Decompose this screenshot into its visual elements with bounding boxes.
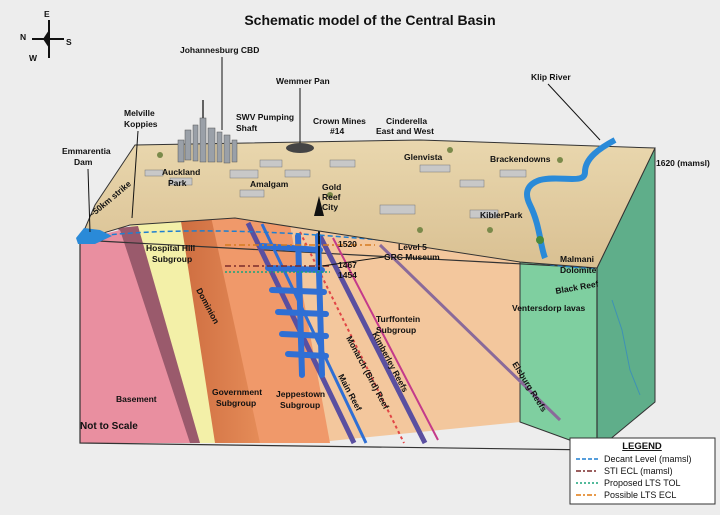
legend: LEGEND Decant Level (mamsl) STI ECL (mam…: [569, 437, 716, 505]
legend-item: STI ECL (mamsl): [576, 466, 673, 476]
label-swv-1: SWV Pumping: [236, 112, 294, 122]
label-government-2: Subgroup: [216, 398, 256, 408]
city-buildings: [177, 100, 238, 164]
label-jeppestown-2: Subgroup: [280, 400, 320, 410]
legend-label: STI ECL (mamsl): [604, 466, 673, 476]
label-kiblerpark: KiblerPark: [480, 210, 523, 220]
label-elevation: 1620 (mamsl): [656, 158, 710, 168]
label-melville-1: Melville: [124, 108, 155, 118]
legend-label: Decant Level (mamsl): [604, 454, 692, 464]
label-auckland-2: Park: [168, 178, 187, 188]
label-emmarentia-1: Emmarentia: [62, 146, 111, 156]
label-cinderella-1: Cinderella: [386, 116, 427, 126]
compass-icon: N E S W: [20, 9, 72, 63]
label-emmarentia-2: Dam: [74, 157, 93, 167]
layer-ventersdorp-lavas: [520, 262, 597, 450]
legend-item: Proposed LTS TOL: [576, 478, 681, 488]
label-melville-2: Koppies: [124, 119, 158, 129]
label-1520: 1520: [338, 239, 357, 249]
label-level5-2: GRC Museum: [384, 252, 440, 262]
label-gold-2: Reef: [322, 192, 341, 202]
label-crown-1: Crown Mines: [313, 116, 366, 126]
label-amalgam: Amalgam: [250, 179, 289, 189]
legend-label: Possible LTS ECL: [604, 490, 676, 500]
compass-n: N: [20, 32, 26, 42]
legend-item: Decant Level (mamsl): [576, 454, 692, 464]
label-hospital-1: Hospital Hill: [146, 243, 195, 253]
label-auckland-1: Auckland: [162, 167, 200, 177]
klip-river-shape: [524, 137, 617, 260]
label-jeppestown-1: Jeppestown: [276, 389, 325, 399]
label-cinderella-2: East and West: [376, 126, 434, 136]
label-brackendowns: Brackendowns: [490, 154, 551, 164]
suburb-texture: [144, 159, 527, 219]
wemmer-pan-shape: [286, 143, 314, 153]
label-turffontein-1: Turffontein: [376, 314, 420, 324]
compass-w: W: [29, 53, 38, 63]
layer-hospital-hill: [130, 215, 215, 443]
label-gold-3: City: [322, 202, 338, 212]
compass-e: E: [44, 9, 50, 19]
tree-texture: [157, 147, 563, 244]
label-level5-1: Level 5: [398, 242, 427, 252]
diagram-title: Schematic model of the Central Basin: [244, 12, 495, 28]
emmarentia-dam: [76, 228, 112, 244]
label-malmani-1: Malmani: [560, 254, 594, 264]
label-glenvista: Glenvista: [404, 152, 443, 162]
label-basement: Basement: [116, 394, 157, 404]
label-ventersdorp: Ventersdorp lavas: [512, 303, 586, 313]
label-malmani-2: Dolomite: [560, 265, 597, 275]
gold-reef-city-headgear: [314, 196, 324, 216]
label-government-1: Government: [212, 387, 262, 397]
label-hospital-2: Subgroup: [152, 254, 192, 264]
compass-s: S: [66, 37, 72, 47]
layer-dominion: [118, 226, 200, 443]
label-1454: 1454: [338, 270, 357, 280]
label-turffontein-2: Subgroup: [376, 325, 416, 335]
legend-item: Possible LTS ECL: [576, 490, 676, 500]
label-klip-river: Klip River: [531, 72, 571, 82]
label-swv-2: Shaft: [236, 123, 257, 133]
legend-title: LEGEND: [622, 441, 662, 452]
label-gold-1: Gold: [322, 182, 341, 192]
layer-basement: [80, 230, 190, 443]
label-1467: 1467: [338, 260, 357, 270]
label-crown-2: #14: [330, 126, 344, 136]
not-to-scale-note: Not to Scale: [80, 421, 138, 432]
legend-label: Proposed LTS TOL: [604, 478, 681, 488]
label-johannesburg-cbd: Johannesburg CBD: [180, 45, 259, 55]
label-wemmer-pan: Wemmer Pan: [276, 76, 330, 86]
